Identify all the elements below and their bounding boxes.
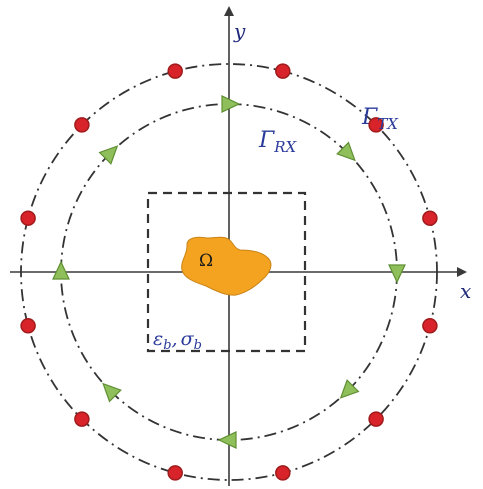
gamma-tx-symbol: Γ <box>361 105 378 130</box>
gamma-tx-subscript: TX <box>377 115 399 133</box>
sigma-subscript: b <box>194 338 202 353</box>
receiver-icon <box>221 95 241 113</box>
transmitter-icon <box>275 63 291 79</box>
transmitter-array <box>20 63 438 481</box>
transmitter-icon <box>368 411 384 427</box>
omega-label: Ω <box>199 251 213 271</box>
epsilon-symbol: ε <box>153 328 163 350</box>
receiver-icon <box>98 145 119 165</box>
gamma-tx-label: ΓTX <box>361 105 399 133</box>
receiver-icon <box>339 379 360 399</box>
transmitter-icon <box>275 465 291 481</box>
background-params-label: εb,σb <box>153 328 202 353</box>
receiver-array <box>52 95 406 449</box>
receiver-icon <box>336 141 356 162</box>
transmitter-icon <box>20 210 36 226</box>
receiver-icon <box>217 431 237 449</box>
transmitter-icon <box>422 318 438 334</box>
gamma-rx-symbol: Γ <box>258 128 275 153</box>
transmitter-icon <box>74 117 90 133</box>
transmitter-circle <box>20 63 438 481</box>
x-axis-label: x <box>460 279 471 303</box>
receiver-icon <box>52 260 70 280</box>
transmitter-icon <box>20 318 36 334</box>
scatterer-shape <box>181 236 272 296</box>
transmitter-icon <box>167 465 183 481</box>
receiver-icon <box>102 382 122 403</box>
gamma-rx-subscript: RX <box>273 138 297 156</box>
transmitter-icon <box>422 210 438 226</box>
transmitter-icon <box>167 63 183 79</box>
sigma-symbol: σ <box>181 328 195 350</box>
gamma-rx-label: ΓRX <box>258 128 298 156</box>
receiver-icon <box>388 264 406 284</box>
imaging-domain-box <box>146 191 307 353</box>
comma-separator: , <box>172 328 178 350</box>
y-axis-label: y <box>233 19 246 43</box>
epsilon-subscript: b <box>163 338 171 353</box>
transmitter-icon <box>368 117 384 133</box>
transmitter-icon <box>74 411 90 427</box>
